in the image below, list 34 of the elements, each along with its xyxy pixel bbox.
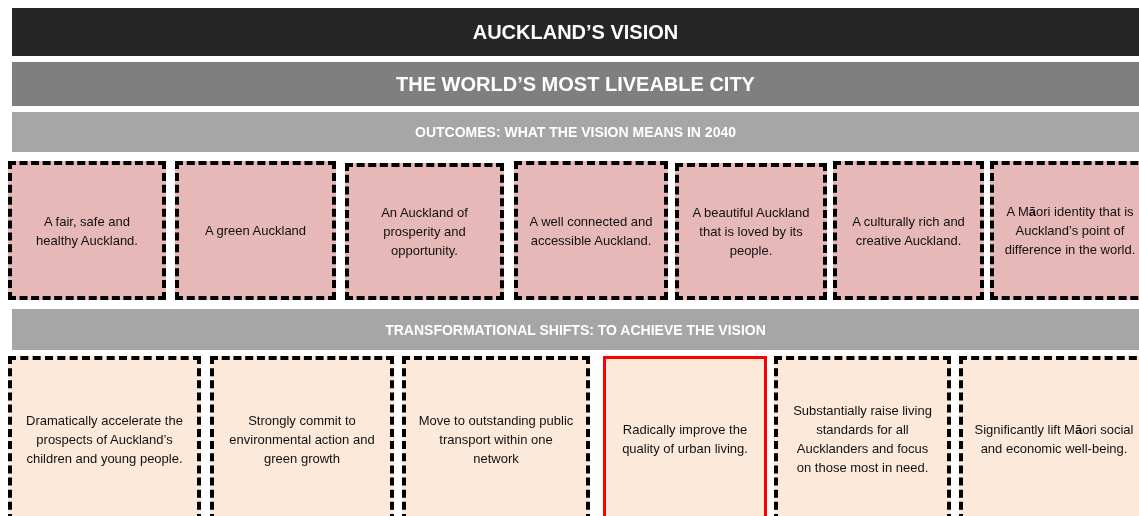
dashed-box: [675, 163, 827, 300]
box-text: Radically improve the quality of urban living.: [621, 421, 749, 458]
dashed-box: [774, 356, 951, 516]
box-text: Dramatically accelerate the prospects of Auckland’s children and young people.: [25, 411, 184, 468]
band-title: THE WORLD’S MOST LIVEABLE CITY: [396, 72, 755, 96]
dashed-box: [959, 356, 1139, 516]
dashed-box: [8, 356, 201, 516]
heading-band: [12, 112, 1139, 152]
dashed-box: [514, 161, 668, 300]
dashed-box: [833, 161, 984, 300]
box-text: Strongly commit to environmental action and green growth: [228, 411, 376, 468]
box-text: A well connected and accessible Auckland.: [528, 212, 654, 250]
box-text: A beautiful Auckland that is loved by its people.: [691, 204, 811, 260]
dashed-box: [175, 161, 336, 300]
band-title: AUCKLAND’S VISION: [472, 20, 679, 44]
box-text: A green Auckland: [204, 222, 307, 240]
box-text: A culturally rich and creative Auckland.: [851, 212, 966, 250]
box-text: Significantly lift Māori social and economic well-being.: [973, 421, 1135, 458]
dashed-box: [990, 161, 1139, 300]
dashed-box: [402, 356, 590, 516]
dashed-box: [210, 356, 394, 516]
box-text: An Auckland of prosperity and opportunity.: [380, 204, 469, 260]
box-text: A fair, safe and healthy Auckland.: [35, 212, 139, 250]
heading-band: [12, 309, 1139, 350]
dashed-box: [345, 163, 504, 300]
band-title: TRANSFORMATIONAL SHIFTS: TO ACHIEVE THE VISION: [385, 321, 766, 338]
box-text: Move to outstanding public transport within one network: [417, 411, 575, 468]
heading-band: [12, 62, 1139, 106]
box-text: Substantially raise living standards for all Aucklanders and focus on those most in need.: [792, 402, 933, 477]
band-title: OUTCOMES: WHAT THE VISION MEANS IN 2040: [415, 124, 736, 140]
highlighted-box: [603, 356, 767, 516]
dashed-box: [8, 161, 166, 300]
box-text: A Māori identity that is Auckland’s point of difference in the world.: [1004, 203, 1136, 259]
heading-band: [12, 8, 1139, 56]
